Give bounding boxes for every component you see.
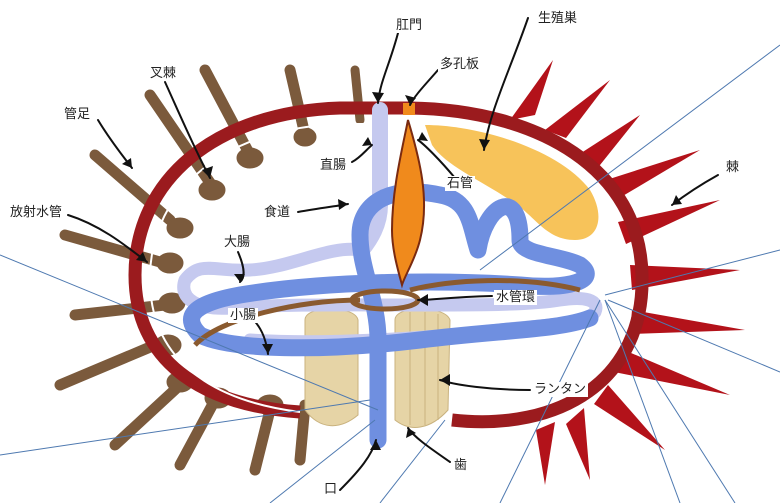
label-tooth: 歯	[452, 458, 469, 473]
label-ring-canal: 水管環	[494, 290, 537, 305]
label-lantern: ランタン	[532, 382, 588, 397]
label-radial-canal: 放射水管	[8, 205, 64, 220]
label-small-intestine: 小腸	[228, 308, 258, 323]
label-mouth: 口	[322, 482, 339, 497]
label-rectum: 直腸	[318, 158, 348, 173]
label-gonad: 生殖巣	[536, 11, 579, 26]
label-large-intestine: 大腸	[222, 235, 252, 250]
label-stone-canal: 石管	[445, 176, 475, 191]
label-esophagus: 食道	[262, 205, 292, 220]
label-tube-foot: 管足	[62, 107, 92, 122]
madreporite	[403, 103, 415, 115]
label-spine: 棘	[724, 160, 741, 175]
label-pedicellaria: 叉棘	[148, 66, 178, 81]
label-madreporite: 多孔板	[438, 57, 481, 72]
stone-canal	[392, 120, 424, 285]
label-anus: 肛門	[394, 18, 424, 33]
